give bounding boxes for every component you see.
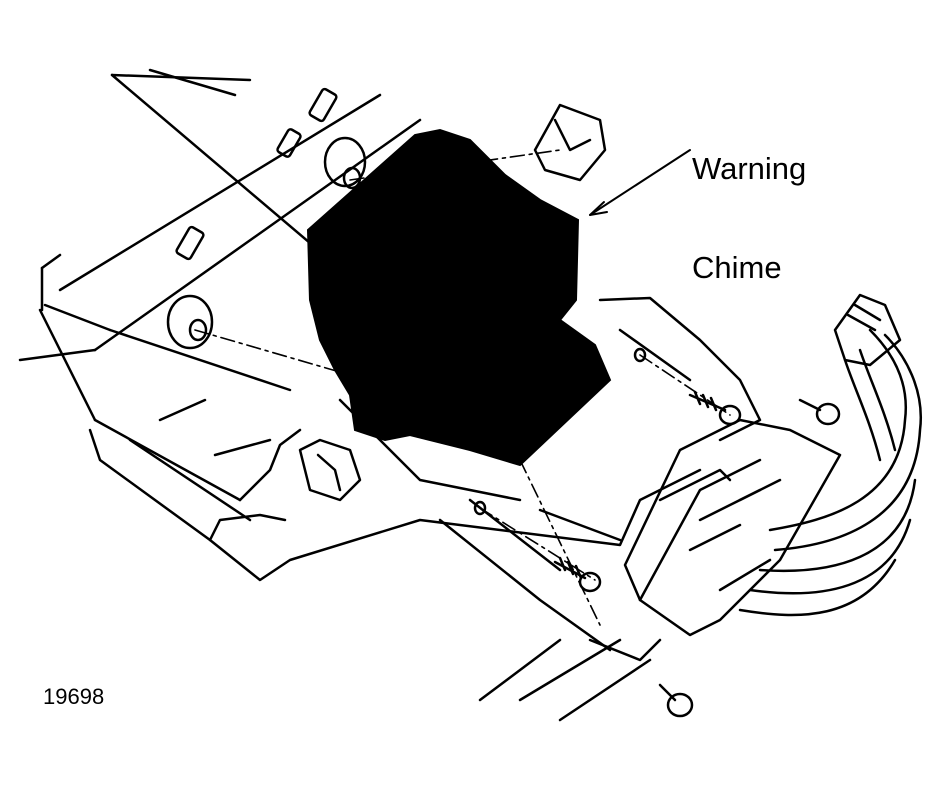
electrical-connector — [623, 418, 842, 637]
screw-right — [688, 390, 742, 426]
screw-connector — [798, 398, 841, 426]
clip-fastener-lower — [298, 438, 362, 502]
grommet-lower — [166, 294, 214, 350]
bracket-slots — [175, 87, 338, 261]
callout-line-2: Chime — [692, 250, 782, 285]
figure-number: 19698 — [43, 684, 105, 709]
callout-line-1: Warning — [692, 151, 807, 186]
screw-middle — [553, 556, 602, 593]
mounting-bracket — [88, 398, 702, 722]
callout-label: Warning Chime — [692, 86, 806, 317]
wire-harness — [738, 328, 923, 617]
clip-fastener-upper — [533, 103, 607, 182]
wire-harness-plug — [833, 293, 902, 367]
callout-leader — [589, 149, 691, 216]
screw-bottom — [658, 683, 694, 718]
warning-chime-module — [306, 128, 612, 467]
